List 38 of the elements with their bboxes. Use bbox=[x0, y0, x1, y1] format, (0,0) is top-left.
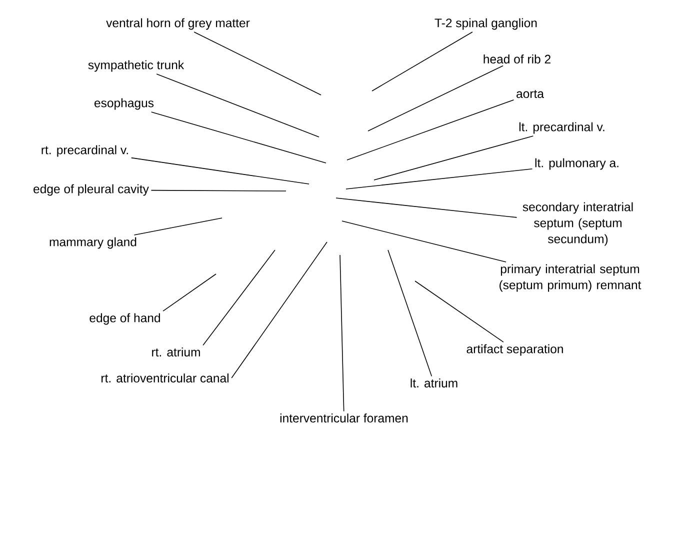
leader-line bbox=[156, 74, 320, 138]
label-text: sympathetic trunk bbox=[88, 60, 184, 72]
label-text: aorta bbox=[516, 90, 544, 98]
label-text: mammary gland bbox=[50, 237, 136, 249]
leader-line bbox=[346, 99, 514, 160]
label-text: esophagus bbox=[94, 98, 154, 110]
leader-line bbox=[374, 136, 534, 180]
label-text: secondary interatrial septum (septum secundum) bbox=[522, 202, 633, 246]
leader-line bbox=[202, 250, 276, 346]
label-text: primary interatrial septum (septum primum) remnant bbox=[500, 264, 642, 292]
leader-line bbox=[150, 190, 286, 192]
leader-line bbox=[388, 250, 432, 377]
label-text: T-2 spinal ganglion bbox=[434, 18, 537, 30]
leader-line bbox=[130, 157, 310, 184]
leader-line bbox=[346, 168, 533, 190]
leader-line bbox=[194, 32, 322, 96]
label-text: ventral horn of grey matter bbox=[106, 18, 250, 30]
leader-line bbox=[414, 280, 504, 342]
leader-line bbox=[336, 198, 518, 218]
label-text: lt. precardinal v. bbox=[519, 122, 604, 134]
leader-line bbox=[372, 32, 473, 92]
label-text: artifact separation bbox=[466, 344, 563, 356]
leader-line bbox=[368, 65, 504, 132]
label-text: rt. atrium bbox=[152, 348, 200, 357]
label-text: interventricular foramen bbox=[280, 414, 408, 423]
leader-line bbox=[342, 220, 506, 262]
label-text: lt. pulmonary a. bbox=[535, 158, 618, 170]
leader-line bbox=[150, 112, 326, 164]
leader-line bbox=[231, 242, 328, 378]
label-text: edge of pleural cavity bbox=[34, 184, 149, 196]
label-text: edge of hand bbox=[90, 313, 160, 325]
leader-line bbox=[340, 254, 344, 412]
label-text: head of rib 2 bbox=[484, 54, 550, 64]
label-text: rt. precardinal v. bbox=[42, 145, 128, 157]
leader-line bbox=[134, 218, 222, 236]
leader-line bbox=[162, 274, 216, 312]
label-text: rt. atrioventricular canal bbox=[102, 374, 228, 383]
label-text: lt. atrium bbox=[410, 378, 458, 388]
